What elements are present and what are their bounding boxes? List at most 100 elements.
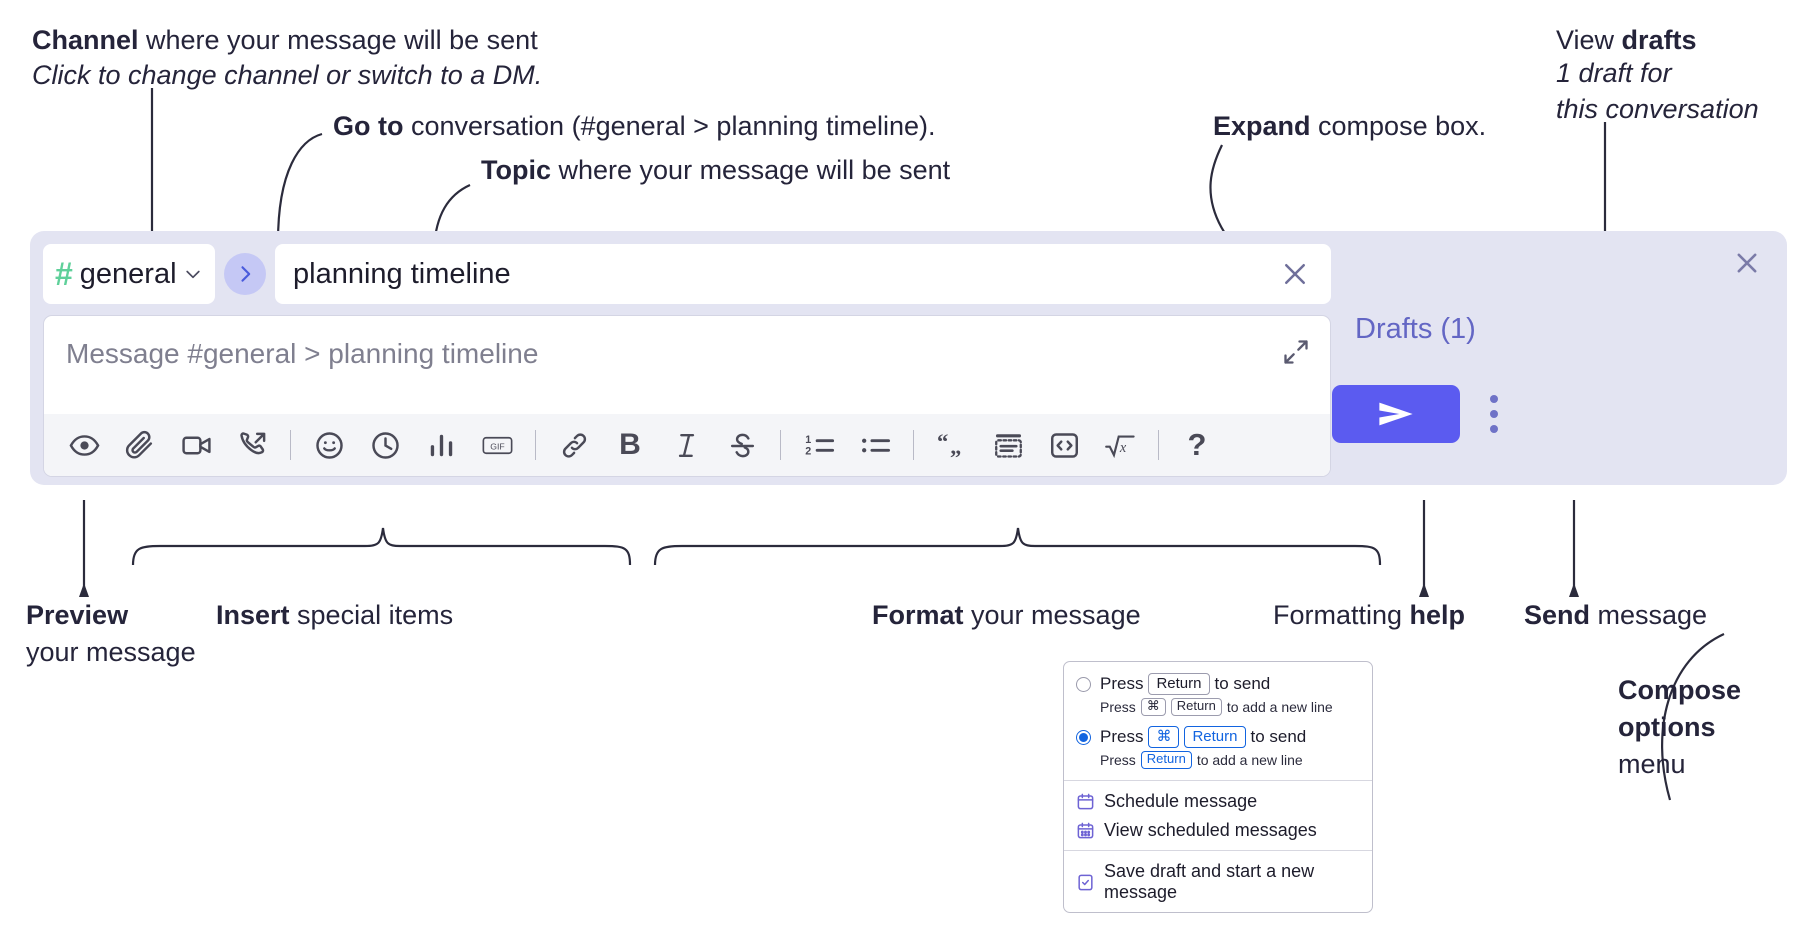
toolbar-separator <box>1158 430 1159 460</box>
emoji-icon[interactable] <box>301 421 357 469</box>
math-icon[interactable]: x <box>1092 421 1148 469</box>
send-button[interactable] <box>1332 385 1460 443</box>
annotation-channel: Channel where your message will be sent <box>32 25 538 55</box>
more-vertical-icon <box>1490 425 1498 433</box>
video-icon[interactable] <box>168 421 224 469</box>
svg-text:“: “ <box>937 430 948 454</box>
sub-action-label: to add a new line <box>1196 752 1303 769</box>
send-option-cmd-return-sub: Press Return to add a new line <box>1064 748 1372 773</box>
svg-text:1: 1 <box>805 434 811 446</box>
svg-text:x: x <box>1118 440 1126 456</box>
compose-header-row: # general planning timeline <box>43 243 1331 305</box>
draft-menu-group: Save draft and start a new message <box>1064 851 1372 912</box>
topic-field[interactable]: planning timeline <box>275 244 1331 304</box>
menu-item-label: Schedule message <box>1104 791 1258 812</box>
expand-arrows-icon <box>1284 340 1308 364</box>
gif-icon[interactable]: GIF <box>469 421 525 469</box>
chevron-down-icon <box>183 264 203 284</box>
italic-icon[interactable] <box>658 421 714 469</box>
key-command: ⌘ <box>1140 698 1166 717</box>
toolbar-separator <box>780 430 781 460</box>
menu-item-schedule-message[interactable]: Schedule message <box>1064 787 1372 816</box>
compose-options-button[interactable] <box>1477 387 1511 441</box>
topic-value: planning timeline <box>293 257 511 290</box>
toolbar-separator <box>913 430 914 460</box>
menu-divider <box>1064 850 1372 852</box>
sub-press-label: Press <box>1100 699 1136 716</box>
annotation-drafts-sub2: this conversation <box>1556 94 1759 124</box>
blockquote-icon[interactable]: “„ <box>924 421 980 469</box>
annotation-compose-options-1: Compose <box>1618 675 1742 705</box>
poll-icon[interactable] <box>413 421 469 469</box>
bulleted-list-icon[interactable] <box>847 421 903 469</box>
annotation-topic: Topic where your message will be sent <box>481 155 951 185</box>
save-draft-icon <box>1078 874 1093 891</box>
goto-conversation-button[interactable] <box>224 253 266 295</box>
send-option-cmd-return[interactable]: Press ⌘ Return to send <box>1064 724 1372 749</box>
clock-icon[interactable] <box>357 421 413 469</box>
annotation-preview: Preview <box>26 600 129 630</box>
menu-divider <box>1064 780 1372 782</box>
send-shortcut-options: Press Return to send Press ⌘ Return to a… <box>1064 662 1372 780</box>
send-option-return[interactable]: Press Return to send <box>1064 671 1372 696</box>
compose-panel: # general planning timeline <box>30 231 1787 485</box>
annotation-format: Format your message <box>872 600 1141 630</box>
menu-item-view-scheduled[interactable]: View scheduled messages <box>1064 816 1372 845</box>
paper-plane-icon <box>1379 402 1413 426</box>
code-icon[interactable] <box>1036 421 1092 469</box>
sub-action-label: to add a new line <box>1226 699 1333 716</box>
key-return: Return <box>1184 726 1246 749</box>
message-placeholder: Message #general > planning timeline <box>66 338 539 369</box>
expand-compose-button[interactable] <box>1276 332 1316 372</box>
option-action-label: to send <box>1214 674 1271 694</box>
preview-icon[interactable] <box>56 421 112 469</box>
schedule-menu-group: Schedule message View scheduled messages <box>1064 781 1372 850</box>
compose-options-menu: Press Return to send Press ⌘ Return to a… <box>1063 661 1373 914</box>
channel-name-label: general <box>79 257 177 290</box>
panel-close-button[interactable] <box>1727 243 1767 283</box>
channel-selector[interactable]: # general <box>43 244 215 304</box>
annotation-channel-sub: Click to change channel or switch to a D… <box>32 60 543 90</box>
drafts-link[interactable]: Drafts (1) <box>1355 313 1476 345</box>
hash-icon: # <box>55 256 73 292</box>
calendar-icon <box>1077 793 1094 810</box>
key-return: Return <box>1148 673 1210 696</box>
strikethrough-icon[interactable] <box>714 421 770 469</box>
radio-selected[interactable] <box>1076 729 1091 745</box>
annotation-drafts-sub1: 1 draft for <box>1556 58 1672 88</box>
annotation-compose-options-2: options <box>1618 712 1716 742</box>
message-box: Message #general > planning timeline <box>43 315 1331 477</box>
option-press-label: Press <box>1100 727 1144 747</box>
close-icon <box>1737 253 1757 273</box>
more-vertical-icon <box>1490 395 1498 403</box>
topic-clear-button[interactable] <box>1273 252 1317 296</box>
help-icon[interactable]: ? <box>1187 427 1207 462</box>
key-return: Return <box>1170 698 1222 717</box>
annotation-help: Formatting help <box>1273 600 1466 630</box>
code-block-icon[interactable] <box>980 421 1036 469</box>
message-input[interactable]: Message #general > planning timeline <box>44 316 1330 414</box>
calendar-grid-icon <box>1077 822 1094 839</box>
radio-unselected[interactable] <box>1076 676 1091 692</box>
annotation-expand: Expand compose box. <box>1213 111 1487 141</box>
option-press-label: Press <box>1100 674 1144 694</box>
annotation-compose-options-3: menu <box>1618 749 1686 779</box>
option-action-label: to send <box>1250 727 1307 747</box>
chevron-right-icon <box>241 266 251 282</box>
call-icon[interactable] <box>224 421 280 469</box>
svg-text:2: 2 <box>805 445 811 457</box>
menu-item-label: Save draft and start a new message <box>1104 861 1315 903</box>
bold-icon[interactable]: B <box>619 428 641 461</box>
close-icon <box>1285 264 1305 284</box>
more-vertical-icon <box>1490 410 1498 418</box>
annotation-drafts: View drafts <box>1556 25 1697 55</box>
attachment-icon[interactable] <box>112 421 168 469</box>
annotation-preview-sub: your message <box>26 637 196 667</box>
key-command: ⌘ <box>1148 726 1180 749</box>
toolbar-separator <box>290 430 291 460</box>
link-icon[interactable] <box>546 421 602 469</box>
menu-item-label: View scheduled messages <box>1104 820 1317 841</box>
menu-item-save-draft[interactable]: Save draft and start a new message <box>1064 857 1372 907</box>
svg-text:„: „ <box>950 433 961 458</box>
